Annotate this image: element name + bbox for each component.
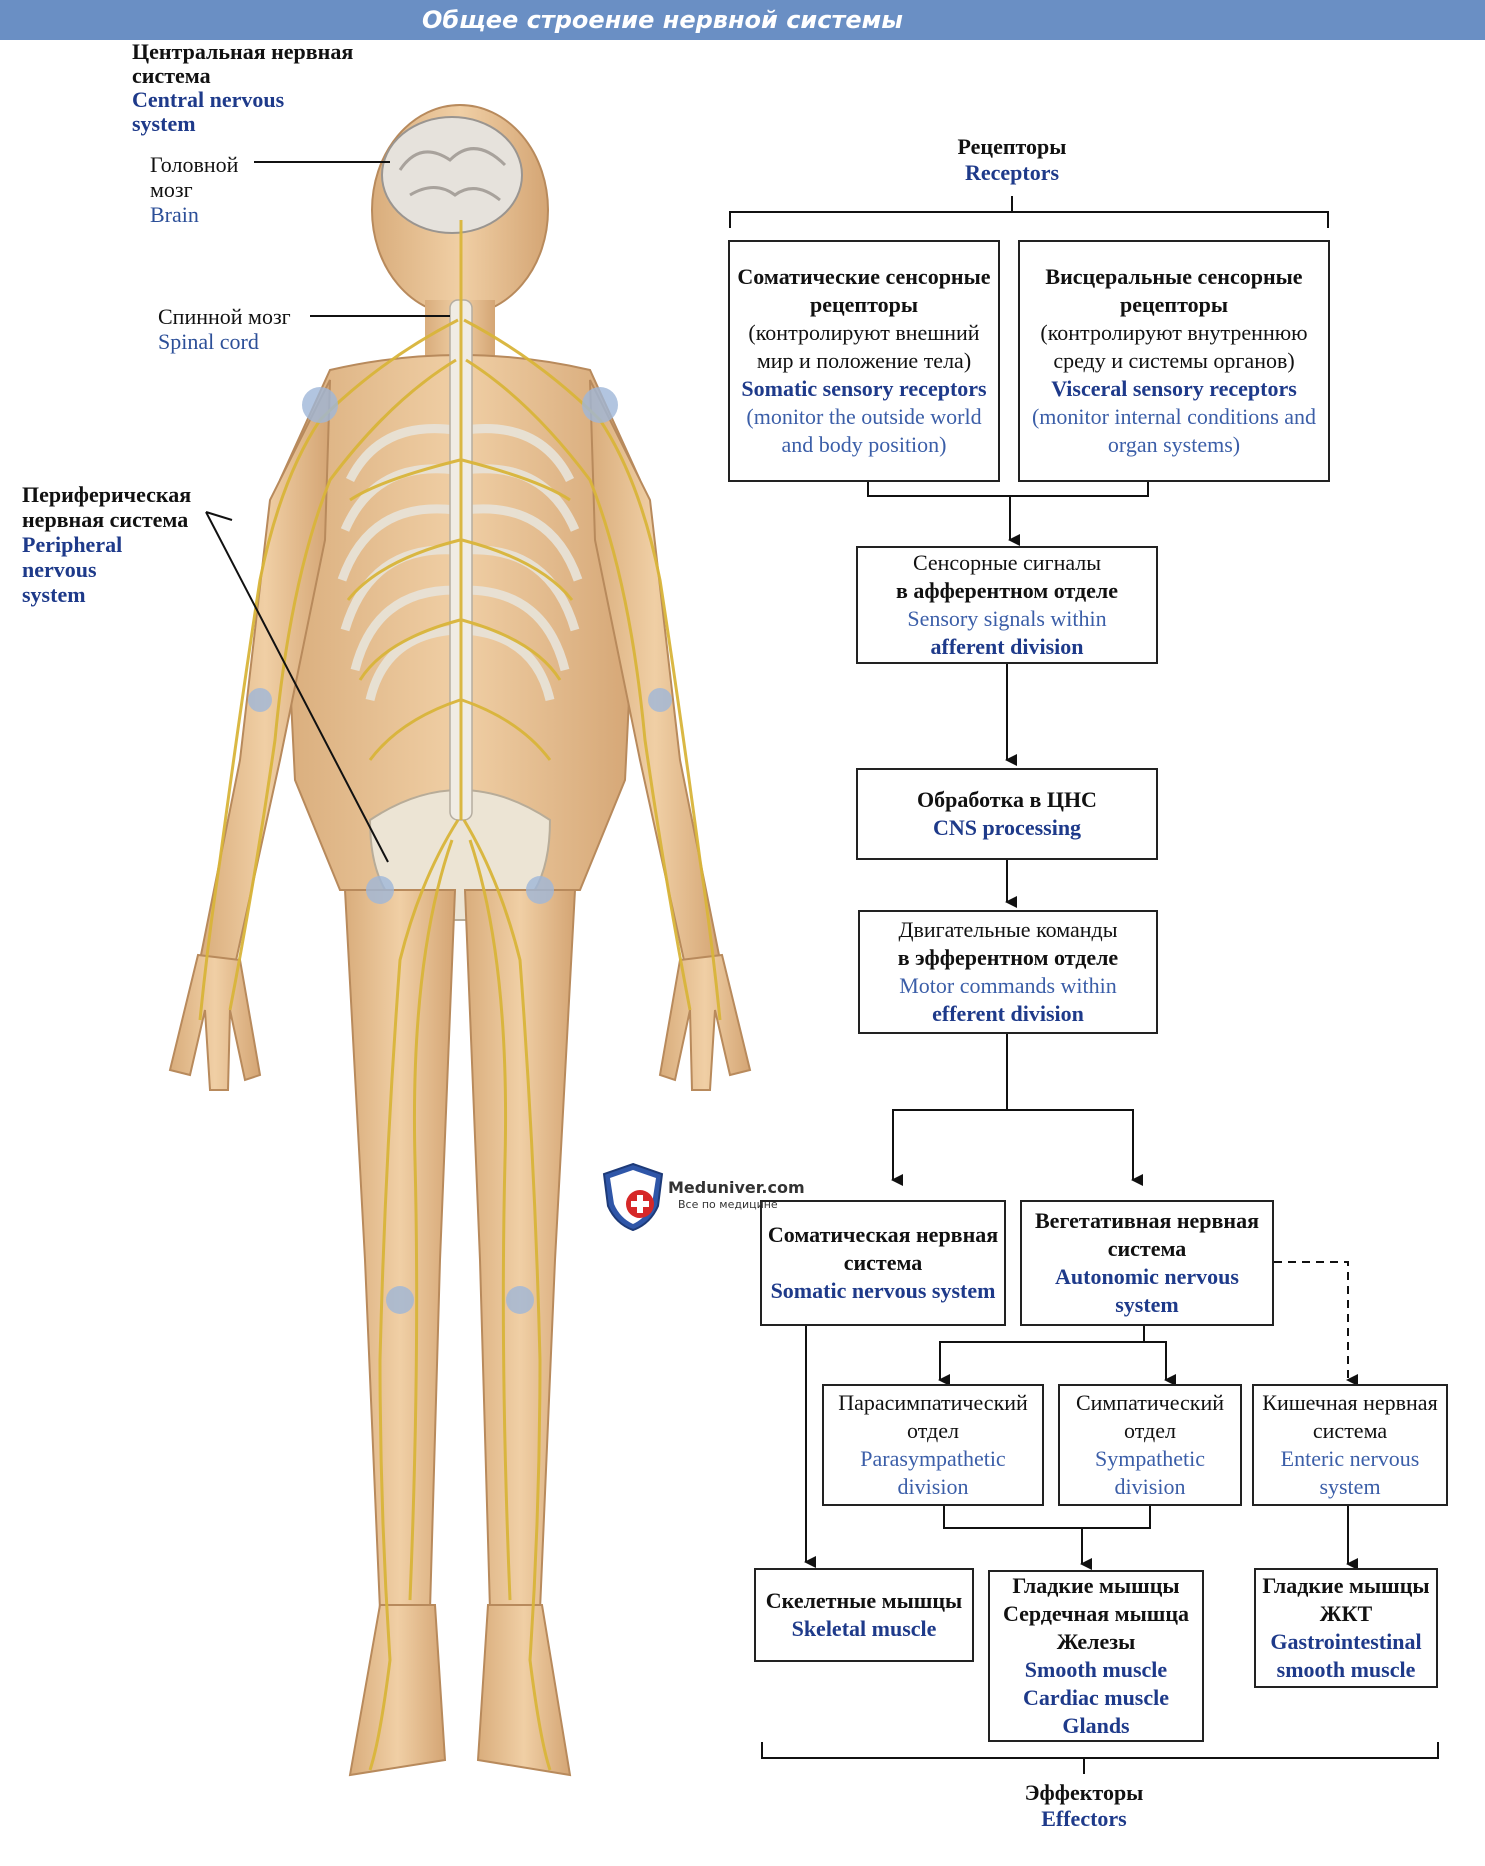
cns-label-en: Central nervous system — [132, 87, 285, 136]
sensory-signals-en-bold: afferent division — [930, 634, 1084, 659]
sensory-signals-ru-bold: в афферентном отделе — [895, 578, 1119, 603]
effectors-ru: Эффекторы — [1024, 1780, 1144, 1805]
cns-processing-en: CNS processing — [932, 815, 1082, 840]
brain-shape — [381, 116, 523, 234]
motor-commands-ru-bold: в эфферентном отделе — [897, 945, 1119, 970]
enteric-en: Enteric nervous system — [1280, 1446, 1420, 1499]
sympathetic-en: Sympathetic division — [1095, 1446, 1205, 1499]
sensory-signals-en: Sensory signals within — [907, 606, 1107, 631]
gi-smooth-ru: Гладкие мышцы ЖКТ — [1262, 1573, 1430, 1626]
watermark-name: Meduniver.com — [668, 1178, 805, 1197]
glands-en: Glands — [1062, 1713, 1130, 1738]
parasympathetic-ru: Парасимпатический отдел — [838, 1390, 1028, 1443]
skeletal-muscle-box: Скелетные мышцы Skeletal muscle — [754, 1568, 974, 1662]
somatic-receptors-en: (monitor the outside world and body posi… — [746, 404, 982, 457]
cardiac-muscle-en: Cardiac muscle — [1022, 1685, 1170, 1710]
visceral-receptors-ru-bold: Висцеральные сенсорные рецепторы — [1045, 264, 1303, 317]
sympathetic-ru: Симпатический отдел — [1075, 1390, 1225, 1443]
visceral-receptors-en-bold: Visceral sensory receptors — [1051, 376, 1297, 401]
receptors-ru: Рецепторы — [957, 134, 1067, 159]
somatic-receptors-ru-bold: Соматические сенсорные рецепторы — [737, 264, 991, 317]
autonomic-ns-ru: Вегетативная нервная система — [1035, 1208, 1259, 1261]
effectors-en: Effectors — [1041, 1806, 1127, 1831]
autonomic-ns-box: Вегетативная нервная система Autonomic n… — [1020, 1200, 1274, 1326]
title-bar: Общее строение нервной системы — [0, 0, 1485, 40]
smooth-cardiac-box: Гладкие мышцы Сердечная мышца Железы Smo… — [988, 1570, 1204, 1742]
watermark-tagline: Все по медицине — [678, 1198, 778, 1211]
smooth-muscle-ru: Гладкие мышцы — [1012, 1573, 1180, 1598]
somatic-ns-ru: Соматическая нервная система — [767, 1222, 999, 1275]
somatic-ns-en: Somatic nervous system — [770, 1278, 996, 1303]
motor-commands-en: Motor commands within — [899, 973, 1117, 998]
sensory-signals-box: Сенсорные сигналы в афферентном отделе S… — [856, 546, 1158, 664]
motor-commands-ru: Двигательные команды — [898, 917, 1118, 942]
pns-label: Периферическая нервная система Periphera… — [22, 482, 212, 607]
parasympathetic-en: Parasympathetic division — [860, 1446, 1006, 1499]
spinal-label-en: Spinal cord — [158, 329, 259, 354]
receptors-caption: Рецепторы Receptors — [912, 134, 1112, 186]
visceral-receptors-en: (monitor internal conditions and organ s… — [1031, 404, 1317, 457]
meduniver-logo: Meduniver.com Все по медицине — [600, 1162, 805, 1232]
visceral-receptors-ru: (контролируют внутреннюю среду и системы… — [1040, 320, 1308, 373]
cns-processing-box: Обработка в ЦНС CNS processing — [856, 768, 1158, 860]
cns-label: Центральная нервная система Central nerv… — [132, 40, 372, 136]
skeletal-ru: Скелетные мышцы — [765, 1588, 963, 1613]
sympathetic-box: Симпатический отдел Sympathetic division — [1058, 1384, 1242, 1506]
spinal-cord-label: Спинной мозг Spinal cord — [158, 304, 291, 354]
somatic-receptors-en-bold: Somatic sensory receptors — [741, 376, 987, 401]
motor-commands-box: Двигательные команды в эфферентном отдел… — [858, 910, 1158, 1034]
visceral-receptors-box: Висцеральные сенсорные рецепторы (контро… — [1018, 240, 1330, 482]
brain-label-en: Brain — [150, 202, 199, 227]
enteric-ru: Кишечная нервная система — [1262, 1390, 1438, 1443]
parasympathetic-box: Парасимпатический отдел Parasympathetic … — [822, 1384, 1044, 1506]
brain-label: Головной мозг Brain — [150, 152, 250, 227]
skeletal-en: Skeletal muscle — [791, 1616, 937, 1641]
motor-commands-en-bold: efferent division — [932, 1001, 1084, 1026]
somatic-receptors-box: Соматические сенсорные рецепторы (контро… — [728, 240, 1000, 482]
pns-label-en: Peripheral nervous system — [22, 532, 123, 607]
cardiac-muscle-ru: Сердечная мышца — [1002, 1601, 1190, 1626]
pns-label-ru: Периферическая нервная система — [22, 482, 192, 532]
brain-label-ru: Головной мозг — [150, 152, 239, 202]
smooth-muscle-en: Smooth muscle — [1024, 1657, 1168, 1682]
autonomic-ns-en: Autonomic nervous system — [1055, 1264, 1239, 1317]
spinal-label-ru: Спинной мозг — [158, 304, 291, 329]
shield-logo-icon — [602, 1162, 664, 1232]
effectors-caption: Эффекторы Effectors — [984, 1780, 1184, 1832]
glands-ru: Железы — [1056, 1629, 1136, 1654]
somatic-receptors-ru: (контролируют внешний мир и положение те… — [748, 320, 980, 373]
page-title: Общее строение нервной системы — [422, 6, 903, 34]
gi-smooth-en: Gastrointestinal smooth muscle — [1270, 1629, 1422, 1682]
enteric-box: Кишечная нервная система Enteric nervous… — [1252, 1384, 1448, 1506]
sensory-signals-ru: Сенсорные сигналы — [912, 550, 1102, 575]
somatic-ns-box: Соматическая нервная система Somatic ner… — [760, 1200, 1006, 1326]
gi-smooth-muscle-box: Гладкие мышцы ЖКТ Gastrointestinal smoot… — [1254, 1568, 1438, 1688]
cns-processing-ru: Обработка в ЦНС — [917, 787, 1097, 812]
nerve-network — [198, 220, 722, 1771]
receptors-en: Receptors — [964, 160, 1060, 185]
cns-label-ru: Центральная нервная система — [132, 39, 354, 88]
